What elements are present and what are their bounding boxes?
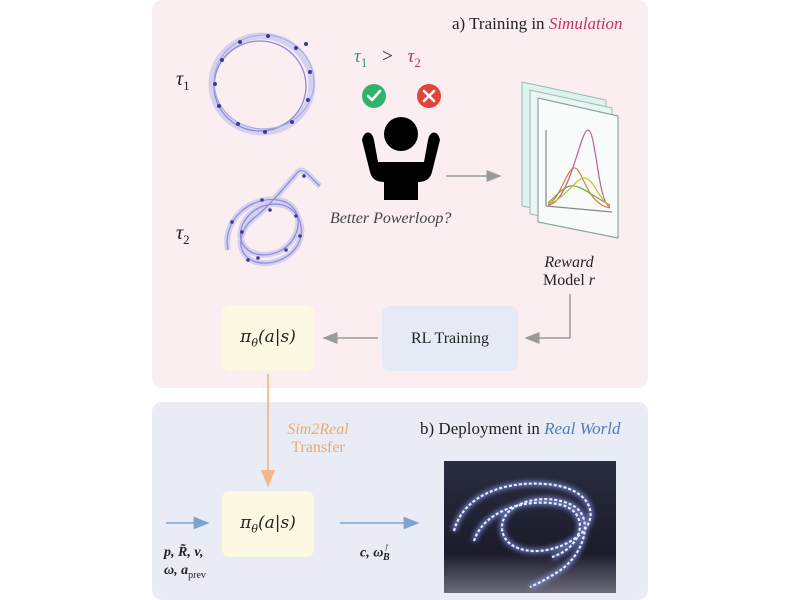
policy-label: πθ(a|s) [240, 512, 296, 536]
policy-outputs-label: c, ω⊺B [360, 543, 390, 564]
policy-box-deployment: πθ(a|s) [222, 491, 314, 557]
rl-training-label: RL Training [410, 329, 490, 347]
reward-model-icon [521, 81, 619, 239]
policy-inputs-label: p, R̃, v, ω, aprev [164, 545, 206, 581]
preference-label: τ1 > τ2 [354, 46, 421, 70]
person-icon [362, 117, 440, 200]
arrow-reward-to-rl [524, 294, 571, 344]
question-text: Better Powerloop? [330, 210, 452, 227]
panel-a-title: a) Training in Simulation [452, 14, 623, 33]
cross-icon [417, 84, 441, 108]
reward-model-label: Reward Model r [542, 254, 595, 289]
panel-a-title-accent: Simulation [548, 14, 623, 33]
policy-box-simulation: πθ(a|s) [222, 305, 314, 371]
policy-label: πθ(a|s) [240, 326, 296, 350]
panel-b-title-accent: Real World [544, 419, 621, 438]
panel-b-title: b) Deployment in Real World [420, 419, 621, 438]
real-world-photo [444, 461, 616, 593]
trajectory-1 [208, 32, 316, 136]
check-icon [362, 84, 386, 108]
trajectory-2 [224, 167, 322, 267]
rl-training-box: RL Training [382, 306, 518, 371]
sim2real-transfer-label: Sim2Real Transfer [287, 421, 349, 456]
tau1-label: τ1 [176, 68, 190, 93]
tau2-label: τ2 [176, 222, 190, 247]
